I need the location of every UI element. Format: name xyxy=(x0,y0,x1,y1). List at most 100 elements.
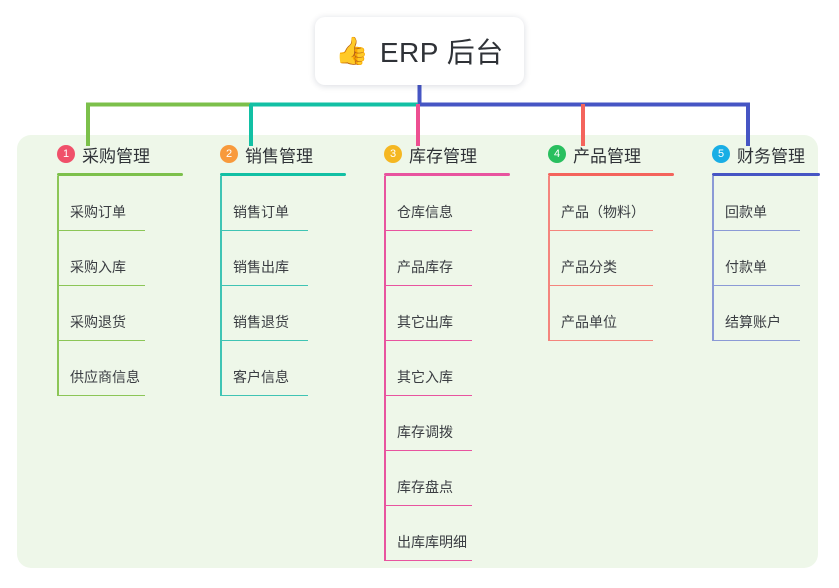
column-title-3: 库存管理 xyxy=(409,146,477,166)
item-rule xyxy=(384,504,472,506)
list-item[interactable]: 出库库明细 xyxy=(364,506,510,561)
list-item[interactable]: 销售退货 xyxy=(200,286,346,341)
item-stem xyxy=(384,506,386,561)
list-item[interactable]: 采购订单 xyxy=(37,176,183,231)
root-title: ERP 后台 xyxy=(379,37,504,68)
item-label: 客户信息 xyxy=(233,369,289,385)
item-label: 供应商信息 xyxy=(70,369,140,385)
list-item[interactable]: 销售订单 xyxy=(200,176,346,231)
item-label: 付款单 xyxy=(725,259,767,275)
item-stem xyxy=(384,341,386,396)
item-rule xyxy=(220,339,308,341)
item-stem xyxy=(57,286,59,341)
root-node[interactable]: 👍 ERP 后台 xyxy=(315,17,524,85)
item-stem xyxy=(384,176,386,231)
item-label: 回款单 xyxy=(725,204,767,220)
list-item[interactable]: 仓库信息 xyxy=(364,176,510,231)
column-title-2: 销售管理 xyxy=(245,146,313,166)
item-stem xyxy=(384,451,386,506)
list-item[interactable]: 库存调拨 xyxy=(364,396,510,451)
list-item[interactable]: 产品单位 xyxy=(528,286,674,341)
item-rule xyxy=(57,394,145,396)
item-stem xyxy=(548,286,550,341)
list-item[interactable]: 采购退货 xyxy=(37,286,183,341)
item-label: 出库库明细 xyxy=(397,534,467,550)
item-label: 采购订单 xyxy=(70,204,126,220)
column-rule-1 xyxy=(57,173,183,176)
list-item[interactable]: 结算账户 xyxy=(692,286,820,341)
column-badge-4: 4 xyxy=(548,145,566,163)
item-label: 产品分类 xyxy=(561,259,617,275)
item-label: 采购退货 xyxy=(70,314,126,330)
column-header-3[interactable]: 3 库存管理 xyxy=(364,135,510,173)
list-item[interactable]: 产品（物料） xyxy=(528,176,674,231)
item-stem xyxy=(384,286,386,341)
item-rule xyxy=(384,284,472,286)
item-label: 仓库信息 xyxy=(397,204,453,220)
list-item[interactable]: 客户信息 xyxy=(200,341,346,396)
column-items-3: 仓库信息产品库存其它出库其它入库库存调拨库存盘点出库库明细 xyxy=(364,176,510,561)
item-stem xyxy=(548,176,550,231)
item-rule xyxy=(548,284,653,286)
item-label: 结算账户 xyxy=(725,314,781,330)
column-rule-4 xyxy=(548,173,674,176)
column-title-4: 产品管理 xyxy=(573,146,641,166)
list-item[interactable]: 采购入库 xyxy=(37,231,183,286)
item-stem xyxy=(712,176,714,231)
item-label: 销售订单 xyxy=(233,204,289,220)
item-rule xyxy=(384,339,472,341)
item-rule xyxy=(57,339,145,341)
item-rule xyxy=(548,229,653,231)
column-items-5: 回款单付款单结算账户 xyxy=(692,176,820,341)
item-label: 产品（物料） xyxy=(561,204,645,220)
item-stem xyxy=(57,176,59,231)
item-rule xyxy=(548,339,653,341)
item-label: 采购入库 xyxy=(70,259,126,275)
list-item[interactable]: 付款单 xyxy=(692,231,820,286)
column-5: 5 财务管理回款单付款单结算账户 xyxy=(692,135,820,341)
item-rule xyxy=(57,229,145,231)
column-header-5[interactable]: 5 财务管理 xyxy=(692,135,820,173)
thumbs-up-icon: 👍 xyxy=(335,35,369,66)
item-stem xyxy=(548,231,550,286)
column-header-4[interactable]: 4 产品管理 xyxy=(528,135,674,173)
item-label: 库存调拨 xyxy=(397,424,453,440)
column-title-5: 财务管理 xyxy=(737,146,805,166)
item-label: 库存盘点 xyxy=(397,479,453,495)
column-badge-5: 5 xyxy=(712,145,730,163)
item-rule xyxy=(384,229,472,231)
column-badge-3: 3 xyxy=(384,145,402,163)
item-stem xyxy=(57,341,59,396)
list-item[interactable]: 其它入库 xyxy=(364,341,510,396)
list-item[interactable]: 其它出库 xyxy=(364,286,510,341)
column-badge-1: 1 xyxy=(57,145,75,163)
item-stem xyxy=(57,231,59,286)
item-stem xyxy=(220,286,222,341)
item-stem xyxy=(384,396,386,451)
item-rule xyxy=(220,394,308,396)
item-label: 其它入库 xyxy=(397,369,453,385)
item-stem xyxy=(220,341,222,396)
column-items-1: 采购订单采购入库采购退货供应商信息 xyxy=(37,176,183,396)
item-stem xyxy=(712,231,714,286)
column-rule-2 xyxy=(220,173,346,176)
column-items-4: 产品（物料） 产品分类产品单位 xyxy=(528,176,674,341)
item-stem xyxy=(384,231,386,286)
list-item[interactable]: 库存盘点 xyxy=(364,451,510,506)
list-item[interactable]: 产品库存 xyxy=(364,231,510,286)
list-item[interactable]: 销售出库 xyxy=(200,231,346,286)
item-stem xyxy=(220,231,222,286)
column-3: 3 库存管理仓库信息产品库存其它出库其它入库库存调拨库存盘点出库库明细 xyxy=(364,135,510,561)
list-item[interactable]: 回款单 xyxy=(692,176,820,231)
item-label: 产品单位 xyxy=(561,314,617,330)
list-item[interactable]: 供应商信息 xyxy=(37,341,183,396)
item-label: 产品库存 xyxy=(397,259,453,275)
item-rule xyxy=(220,284,308,286)
list-item[interactable]: 产品分类 xyxy=(528,231,674,286)
